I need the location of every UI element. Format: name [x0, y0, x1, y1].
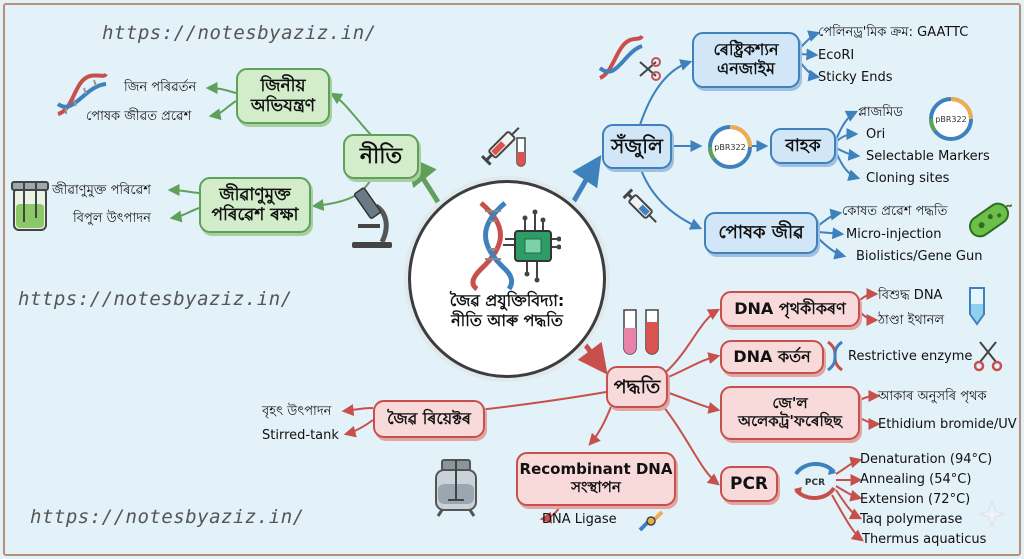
leaf-dna-ligase: DNA Ligase [542, 512, 617, 527]
node-aseptic-environment[interactable]: জীৱাণুমুক্ত পৰিৱেশ ৰক্ষা [199, 177, 311, 233]
leaf-ori: Ori [866, 127, 886, 142]
microscope-icon [352, 187, 392, 248]
leaf-sticky-ends: Sticky Ends [818, 70, 893, 85]
leaf-large-scale-production: বৃহৎ উৎপাদন [262, 404, 332, 419]
node-bioreactor-label: জৈৱ ৰিয়েক্টৰ [387, 408, 471, 428]
central-title: জৈৱ প্ৰযুক্তিবিদ্যা: নীতি আৰু পদ্ধতি [411, 291, 603, 331]
node-host-organism[interactable]: পোষক জীৱ [704, 212, 818, 254]
leaf-cold-ethanol: ঠাণ্ডা ইথানল [878, 313, 945, 328]
node-vector[interactable]: বাহক [770, 128, 836, 164]
leaf-cloning-sites: Cloning sites [866, 171, 950, 186]
pcr-cycle-label: PCR [805, 478, 825, 488]
node-niti-label: নীতি [359, 143, 403, 169]
leaf-taq-polymerase: Taq polymerase [860, 512, 963, 527]
node-gel-line2: অলেকট্ৰ'ফৰেছিছ [738, 412, 842, 430]
flask-icon [11, 181, 49, 231]
node-dna-cutting[interactable]: DNA কৰ্তন [720, 340, 824, 374]
leaf-ethidium-bromide: Ethidium bromide/UV [878, 417, 1017, 432]
leaf-biolistics: Biolistics/Gene Gun [856, 249, 983, 264]
scissors-icon [974, 341, 1003, 372]
leaf-palindromic-sequence: পেলিনড্ৰ'মিক ক্ৰম: GAATTC [818, 25, 969, 40]
bacterium-icon [968, 202, 1012, 238]
leaf-mass-production: বিপুল উৎপাদন [73, 211, 151, 226]
pcr-cycle-icon: PCR [794, 462, 836, 500]
node-restriction-enzyme[interactable]: ৰেষ্ট্ৰিকশ্যন এনজাইম [692, 32, 800, 88]
watermark: https://notesbyaziz.in/ [102, 22, 377, 44]
ligase-icon [638, 510, 664, 532]
node-genetic-engineering-line1: জিনীয় [260, 75, 306, 96]
leaf-cell-entry-methods: কোষত প্ৰৱেশ পদ্ধতি [842, 204, 948, 219]
node-pcr-label: PCR [729, 473, 769, 494]
plasmid-icon: pBR322 [708, 125, 752, 169]
syringe-icon [481, 127, 520, 166]
node-aseptic-line1: জীৱাণুমুক্ত [219, 184, 291, 205]
leaf-host-entry: পোষক জীৱত প্ৰৱেশ [86, 109, 192, 124]
leaf-micro-injection: Micro-injection [846, 227, 942, 242]
node-genetic-engineering-line2: অভিযন্ত্ৰণ [250, 96, 316, 116]
leaf-restrictive-enzyme: Restrictive enzyme [848, 349, 973, 364]
plasmid-label-large: pBR322 [935, 115, 966, 124]
node-methods-label: পদ্ধতি [613, 375, 661, 398]
leaf-thermus-aquaticus: Thermus aquaticus [862, 532, 987, 547]
leaf-denaturation: Denaturation (94°C) [860, 452, 993, 467]
dna-small-icon [827, 340, 843, 372]
node-genetic-engineering[interactable]: জিনীয় অভিযন্ত্ৰণ [236, 68, 330, 124]
test-tubes-icon [623, 309, 659, 355]
watermark: https://notesbyaziz.in/ [18, 288, 293, 310]
leaf-size-separation: আকাৰ অনুসৰি পৃথক [878, 389, 987, 404]
node-tools-label: সঁজুলি [611, 133, 663, 158]
node-niti[interactable]: নীতি [343, 134, 419, 179]
node-restriction-line1: ৰেষ্ট্ৰিকশ্যন [713, 40, 779, 60]
node-bioreactor[interactable]: জৈৱ ৰিয়েক্টৰ [373, 400, 485, 438]
node-recombinant-line1: Recombinant DNA [519, 460, 673, 479]
leaf-selectable-markers: Selectable Markers [866, 149, 990, 164]
blue-links [569, 30, 861, 260]
leaf-stirred-tank: Stirred-tank [262, 428, 339, 443]
plasmid-icon-large: pBR322 [929, 97, 973, 141]
node-recombinant-line2: সংস্থাপন [571, 478, 621, 496]
node-methods[interactable]: পদ্ধতি [606, 366, 668, 408]
node-recombinant-dna[interactable]: Recombinant DNA সংস্থাপন [516, 452, 676, 506]
dna-scissors-icon [598, 34, 661, 81]
node-restriction-line2: এনজাইম [717, 59, 775, 78]
node-dna-cutting-label: DNA কৰ্তন [733, 346, 811, 366]
leaf-annealing: Annealing (54°C) [860, 472, 972, 487]
central-title-line2: নীতি আৰু পদ্ধতি [451, 311, 563, 330]
leaf-extension: Extension (72°C) [860, 492, 971, 507]
sparkle-icon [978, 500, 1006, 528]
syringe-icon [622, 188, 657, 223]
node-dna-isolation[interactable]: DNA পৃথকীকৰণ [720, 291, 860, 327]
node-dna-isolation-label: DNA পৃথকীকৰণ [734, 298, 846, 318]
watermark: https://notesbyaziz.in/ [30, 506, 305, 528]
node-tools[interactable]: সঁজুলি [602, 124, 672, 169]
node-pcr[interactable]: PCR [720, 466, 778, 502]
central-topic: জৈৱ প্ৰযুক্তিবিদ্যা: নীতি আৰু পদ্ধতি [408, 180, 606, 378]
test-tube-icon [516, 137, 526, 167]
red-links [341, 288, 881, 542]
leaf-aseptic-environment: জীৱাণুমুক্ত পৰিৱেশ [52, 183, 151, 198]
node-gel-line1: জে'ল [772, 394, 808, 413]
leaf-plasmid: প্লাজমিড [858, 105, 903, 120]
node-gel-electrophoresis[interactable]: জে'ল অলেকট্ৰ'ফৰেছিছ [720, 386, 860, 440]
node-vector-label: বাহক [785, 135, 821, 156]
dna-icon [56, 72, 108, 116]
node-host-label: পোষক জীৱ [718, 222, 804, 244]
tube-icon [969, 287, 985, 326]
dna-chip-icon [470, 201, 561, 291]
node-aseptic-line2: পৰিৱেশ ৰক্ষা [211, 205, 299, 225]
leaf-gene-modification: জিন পৰিৱৰ্তন [124, 80, 197, 95]
bioreactor-icon [435, 459, 477, 517]
leaf-ecori: EcoRI [818, 48, 855, 63]
plasmid-label: pBR322 [714, 143, 745, 152]
leaf-pure-dna: বিশুদ্ধ DNA [878, 288, 943, 303]
central-title-line1: জৈৱ প্ৰযুক্তিবিদ্যা: [449, 291, 565, 310]
